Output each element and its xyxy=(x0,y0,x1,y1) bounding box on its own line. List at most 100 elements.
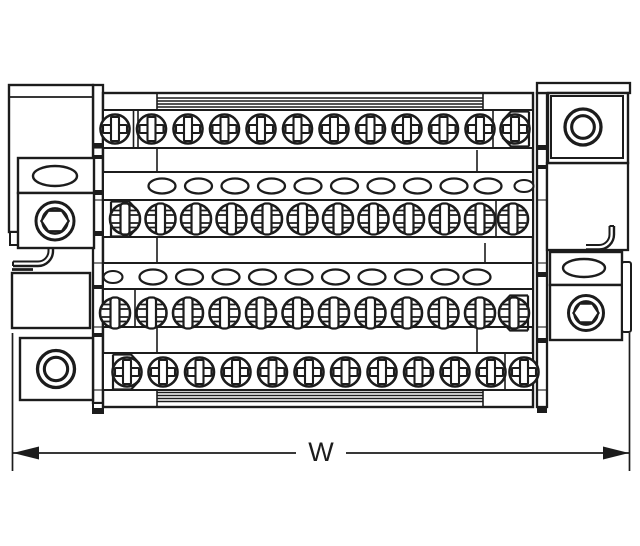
wire-entry-oval xyxy=(256,177,287,195)
arrowhead-right xyxy=(603,446,629,460)
slotted-clamp-screw xyxy=(171,296,205,330)
slotted-clamp-screw xyxy=(244,296,278,330)
phillips-screw xyxy=(354,113,387,145)
phillips-screw xyxy=(281,113,314,145)
wire-entry-oval xyxy=(473,177,503,195)
slotted-clamp-screw xyxy=(286,202,319,236)
wire-entry-oval-small xyxy=(102,269,124,285)
screw-slot xyxy=(403,202,415,236)
screw-cross-slot xyxy=(121,358,133,386)
slotted-clamp-screw xyxy=(463,296,497,330)
hex-head-screw xyxy=(34,200,76,242)
screw-cross-slot xyxy=(474,115,486,143)
screw-slot xyxy=(145,296,158,330)
screw-slot xyxy=(437,296,450,330)
wire-entry-oval xyxy=(462,268,492,286)
din-rail-clip-right xyxy=(586,225,616,251)
screw-slot xyxy=(332,202,344,236)
screw-slot xyxy=(474,296,486,330)
right-top-band xyxy=(535,81,632,95)
phillips-screw xyxy=(111,356,143,388)
screw-slot xyxy=(119,202,131,236)
phillips-screw xyxy=(99,113,131,145)
screw-slot xyxy=(328,296,340,330)
din-rail-clip-left xyxy=(12,242,55,271)
width-dimension: W xyxy=(11,333,631,471)
phillips-screw xyxy=(318,113,350,145)
slotted-clamp-screw xyxy=(428,202,461,236)
phillips-screw xyxy=(499,113,531,145)
bar-tick xyxy=(93,155,103,159)
lug-oval-opening xyxy=(31,164,79,188)
hex-head-screw xyxy=(567,294,605,332)
screw-cross-slot xyxy=(255,115,267,143)
wire-entry-oval xyxy=(211,268,241,286)
slotted-clamp-screw xyxy=(463,202,497,236)
screw-slot xyxy=(261,202,273,236)
slotted-clamp-screw xyxy=(390,296,424,330)
screw-slot xyxy=(255,296,267,330)
bar-tick xyxy=(93,231,103,236)
clip-outer-edge xyxy=(586,226,616,251)
screw-slot xyxy=(507,202,519,236)
screw-cross-slot xyxy=(292,115,303,143)
clip-inner-edge xyxy=(13,242,50,263)
screw-cross-slot xyxy=(303,358,315,386)
hex-nut xyxy=(39,209,71,233)
phillips-screw xyxy=(256,356,289,388)
screw-cross-slot xyxy=(509,115,521,143)
screw-cross-slot xyxy=(109,115,121,143)
bar-tick xyxy=(537,272,547,277)
screw-cross-slot xyxy=(267,358,278,386)
ring-screw-block xyxy=(18,336,95,402)
wire-entry-oval xyxy=(183,177,214,195)
screw-cross-slot xyxy=(328,115,340,143)
screw-slot xyxy=(190,202,202,236)
bar-foot-pad xyxy=(537,407,547,413)
screw-cross-slot xyxy=(340,358,351,386)
slotted-clamp-screw xyxy=(98,296,132,330)
bar-tick xyxy=(93,333,103,337)
wire-entry-oval xyxy=(284,268,314,286)
phillips-screw xyxy=(475,356,507,388)
slotted-clamp-screw xyxy=(108,202,142,236)
arrowhead-left xyxy=(13,446,39,460)
phillips-screw xyxy=(402,356,435,388)
bar-tick xyxy=(93,190,103,195)
screw-slot xyxy=(218,296,231,330)
wire-entry-oval xyxy=(147,177,177,195)
slotted-clamp-screw xyxy=(179,202,213,236)
phillips-screw xyxy=(245,113,277,145)
screw-slot xyxy=(364,296,377,330)
slotted-clamp-screw xyxy=(317,296,351,330)
wire-entry-row-2 xyxy=(102,268,492,286)
screw-cross-slot xyxy=(518,358,530,386)
screw-cross-slot xyxy=(449,358,461,386)
right-plate xyxy=(545,161,630,252)
phillips-screw xyxy=(220,356,252,388)
slotted-clamp-screw xyxy=(497,296,531,330)
phillips-screw xyxy=(147,356,179,388)
wire-entry-oval xyxy=(402,177,433,195)
wire-entry-row-1 xyxy=(147,177,535,195)
slotted-clamp-screw xyxy=(354,296,387,330)
wire-entry-oval xyxy=(320,268,351,286)
screw-slot xyxy=(225,202,238,236)
screw-cross-slot xyxy=(485,358,497,386)
bar-tick xyxy=(537,165,547,169)
bar-tick xyxy=(93,285,103,289)
phillips-screw xyxy=(172,113,204,145)
right-end-plate-bar xyxy=(535,91,549,409)
slotted-clamp-screw xyxy=(208,296,241,330)
phillips-screw xyxy=(183,356,216,388)
wire-entry-oval xyxy=(439,177,469,195)
ring-screw-hole xyxy=(563,107,603,147)
slotted-clamp-screw xyxy=(135,296,168,330)
screw-cross-slot xyxy=(182,115,194,143)
ring-screw-hole xyxy=(35,348,77,390)
wire-entry-oval xyxy=(329,177,360,195)
screw-slot xyxy=(367,202,380,236)
wire-entry-oval-small xyxy=(513,178,535,194)
wire-entry-oval xyxy=(366,177,396,195)
